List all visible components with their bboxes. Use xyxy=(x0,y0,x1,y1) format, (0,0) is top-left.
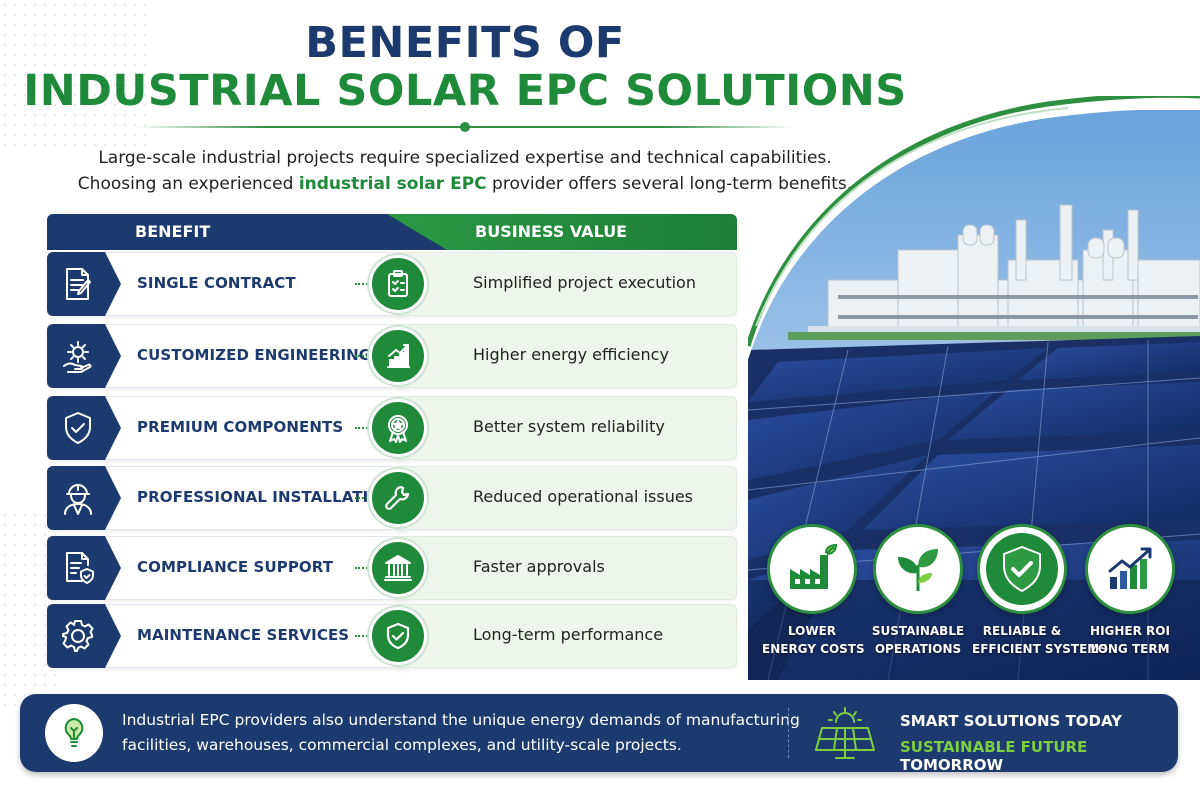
wrench-icon xyxy=(369,469,427,527)
gear-hand-icon xyxy=(47,324,121,388)
row-right-cell xyxy=(397,604,737,668)
benefit-label: PREMIUM COMPONENTS xyxy=(137,418,344,436)
business-value-label: Better system reliability xyxy=(473,417,665,436)
table-header: BENEFIT BUSINESS VALUE xyxy=(47,214,737,250)
benefit-label: CUSTOMIZED ENGINEERING xyxy=(137,346,372,364)
shield-check-icon xyxy=(47,396,121,460)
footer-divider xyxy=(788,708,789,758)
solar-panel-sun-icon xyxy=(815,707,875,759)
feature-line2: LONG TERM xyxy=(1090,642,1170,656)
page-title-line2: INDUSTRIAL SOLAR EPC SOLUTIONS xyxy=(23,66,907,116)
header-benefit: BENEFIT xyxy=(135,222,211,241)
footer-banner: Industrial EPC providers also understand… xyxy=(20,694,1178,774)
feature-line1: SUSTAINABLE xyxy=(871,624,965,638)
benefit-label: PROFESSIONAL INSTALLATION xyxy=(137,488,394,506)
growth-chart-icon xyxy=(369,327,427,385)
growth-chart-icon xyxy=(1085,524,1175,614)
row-right-cell xyxy=(397,536,737,600)
leaves-icon xyxy=(873,524,963,614)
feature-line1: HIGHER ROI xyxy=(1090,624,1170,638)
feature-line1: RELIABLE & xyxy=(982,624,1062,638)
cta-line2: SUSTAINABLE FUTURE TOMORROW xyxy=(900,738,1178,774)
table-row: MAINTENANCE SERVICES Long-term performan… xyxy=(47,604,737,668)
gear-icon xyxy=(47,604,121,668)
government-building-icon xyxy=(369,539,427,597)
factory-leaf-icon xyxy=(767,524,857,614)
business-value-label: Long-term performance xyxy=(473,625,664,644)
cta-line2-green: SUSTAINABLE FUTURE xyxy=(900,738,1088,756)
row-right-cell xyxy=(397,324,737,388)
benefit-label: SINGLE CONTRACT xyxy=(137,274,296,292)
intro-line1: Large-scale industrial projects require … xyxy=(98,148,832,168)
table-row: SINGLE CONTRACT Simplified project execu… xyxy=(47,252,737,316)
row-right-cell xyxy=(397,396,737,460)
dot-pattern xyxy=(0,0,150,150)
business-value-label: Reduced operational issues xyxy=(473,487,694,506)
footer-text: Industrial EPC providers also understand… xyxy=(122,711,800,754)
feature-reliable-efficient-systems: RELIABLE & EFFICIENT SYSTEMS xyxy=(972,524,1108,658)
benefit-label: MAINTENANCE SERVICES xyxy=(137,626,350,644)
title-divider xyxy=(135,122,795,132)
intro-line2-start: Choosing an experienced xyxy=(77,174,299,194)
page-title-line1: BENEFITS OF xyxy=(305,18,625,68)
shield-check-icon xyxy=(369,607,427,665)
cta-line1: SMART SOLUTIONS TODAY xyxy=(900,712,1123,730)
table-row: PREMIUM COMPONENTS Better system reliabi… xyxy=(47,396,737,460)
business-value-label: Higher energy efficiency xyxy=(473,345,669,364)
header-business-value: BUSINESS VALUE xyxy=(475,222,628,241)
intro-line2: Choosing an experienced industrial solar… xyxy=(40,171,890,197)
table-header-benefit-bg xyxy=(47,214,447,250)
hard-hat-worker-icon xyxy=(47,466,121,530)
feature-line2: ENERGY COSTS xyxy=(762,642,865,656)
table-row: COMPLIANCE SUPPORT Faster approvals xyxy=(47,536,737,600)
document-shield-icon xyxy=(47,536,121,600)
cta-line2-white: TOMORROW xyxy=(900,756,1004,774)
shield-check-icon xyxy=(977,524,1067,614)
intro-highlight: industrial solar EPC xyxy=(298,174,487,194)
row-right-cell xyxy=(397,466,737,530)
intro-line2-end: provider offers several long-term benefi… xyxy=(486,174,853,194)
table-row: CUSTOMIZED ENGINEERING Higher energy eff… xyxy=(47,324,737,388)
feature-lower-energy-costs: LOWER ENERGY COSTS xyxy=(762,524,865,658)
row-right-cell xyxy=(397,252,737,316)
clipboard-check-icon xyxy=(369,255,427,313)
lightbulb-icon xyxy=(45,704,103,762)
table-row: PROFESSIONAL INSTALLATION Reduced operat… xyxy=(47,466,737,530)
business-value-label: Faster approvals xyxy=(473,557,605,576)
award-ribbon-icon xyxy=(369,399,427,457)
document-pen-icon xyxy=(47,252,121,316)
business-value-label: Simplified project execution xyxy=(473,273,696,292)
feature-sustainable-operations: SUSTAINABLE OPERATIONS xyxy=(868,524,968,658)
feature-line1: LOWER xyxy=(787,624,837,638)
benefit-label: COMPLIANCE SUPPORT xyxy=(137,558,334,576)
feature-line2: OPERATIONS xyxy=(874,642,962,656)
feature-line2: EFFICIENT SYSTEMS xyxy=(972,642,1108,656)
intro-text: Large-scale industrial projects require … xyxy=(40,145,890,197)
feature-higher-roi: HIGHER ROI LONG TERM xyxy=(1080,524,1180,658)
